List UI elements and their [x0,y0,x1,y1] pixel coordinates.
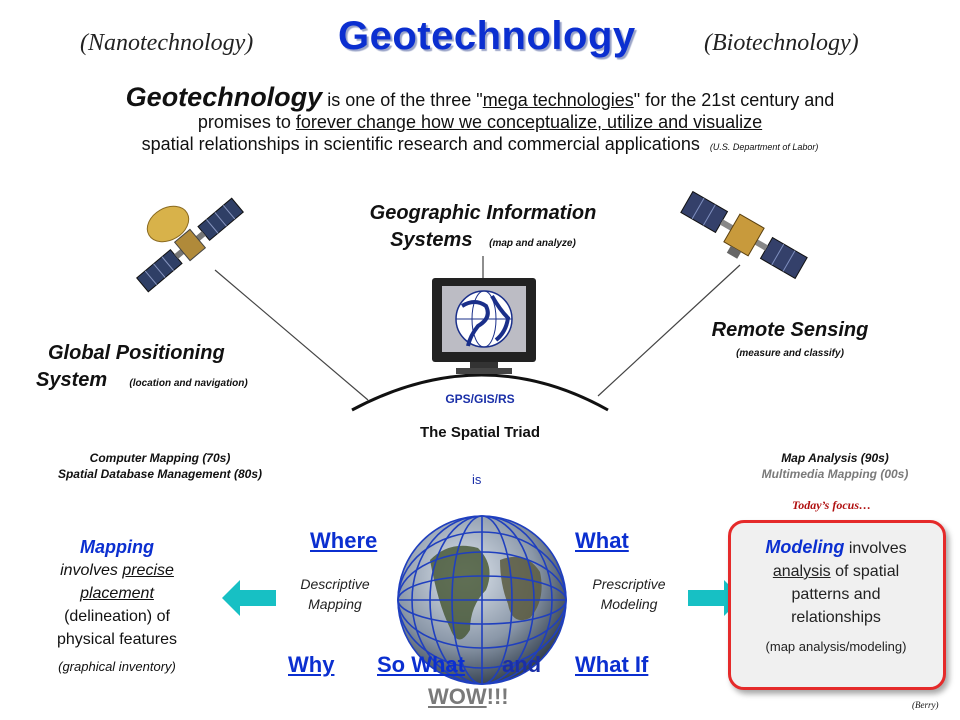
mapping-l1: involves [60,562,123,579]
intro-line1-b: " for the 21st century and [633,90,835,110]
gis-title: Geographic Information Systems (map and … [318,200,648,257]
what-link[interactable]: What [575,528,629,553]
modeling-description: Modeling involves analysis of spatial pa… [734,536,938,658]
mapping-l2-underlined: placement [80,585,154,602]
so-what-link[interactable]: So What [377,652,465,677]
and-label: and [502,652,542,677]
wireframe-globe-icon [397,515,567,685]
is-label: is [472,472,482,487]
modeling-l1: involves [844,540,907,557]
modeling-box [728,520,946,690]
remote-sensing-satellite-icon [680,190,808,280]
spatial-triad-title: The Spatial Triad [419,424,541,441]
descriptive-line2: Mapping [308,596,362,612]
prescriptive-line2: Modeling [600,596,658,612]
todays-focus-label: Today’s focus… [792,498,871,512]
gis-note: (map and analyze) [489,238,576,249]
modeling-heading: Modeling [765,537,845,557]
monitor-globe-icon [432,278,536,374]
rs-title: Remote Sensing (measure and classify) [660,318,920,366]
intro-line-3: spatial relationships in scientific rese… [40,134,920,155]
where-link[interactable]: Where [310,528,378,553]
era-right-line2: Multimedia Mapping (00s) [761,467,909,481]
modeling-l2-underlined: analysis [772,563,831,580]
why-link[interactable]: Why [288,652,335,677]
era-right-line1: Map Analysis (90s) [781,451,889,465]
mapping-footnote: (graphical inventory) [58,659,176,674]
intro-line1-underlined: mega technologies [482,90,634,110]
intro-line1-a: is one of the three " [322,90,483,110]
biotechnology-label: (Biotechnology) [704,30,859,56]
gps-title-line2: System [36,369,108,391]
triad-arc [351,373,609,412]
left-arrow-icon [222,580,276,616]
gps-connector-line [214,269,369,401]
mapping-l3: (delineation) of [64,608,170,625]
intro-citation: (U.S. Department of Labor) [709,142,819,152]
rs-title-line: Remote Sensing [711,319,869,341]
intro-line3: spatial relationships in scientific rese… [141,134,700,154]
mapping-description: Mapping involves precise placement (deli… [22,536,212,678]
gps-title-line1: Global Positioning [48,342,225,364]
intro-line-2: promises to forever change how we concep… [40,112,920,133]
era-right: Map Analysis (90s) Multimedia Mapping (0… [700,450,960,482]
modeling-l4: relationships [791,609,881,626]
era-left-line2: Spatial Database Management (80s) [57,467,263,481]
intro-lead: Geotechnology [125,82,323,112]
mapping-l1-underlined: precise [122,562,174,579]
nanotechnology-label: (Nanotechnology) [80,30,254,56]
intro-line2-a: promises to [197,112,296,132]
gis-title-line2: Systems [390,229,473,251]
prescriptive-line1: Prescriptive [592,576,666,592]
era-left: Computer Mapping (70s) Spatial Database … [10,450,310,482]
rs-note: (measure and classify) [736,348,844,359]
descriptive-mapping-label: Descriptive Mapping [280,574,390,614]
gis-title-line1: Geographic Information [369,202,597,224]
page-title: Geotechnology [338,14,636,58]
era-left-line1: Computer Mapping (70s) [89,451,231,465]
wow-word[interactable]: WOW [428,684,487,709]
mapping-l4: physical features [56,631,178,648]
intro-line2-underlined: forever change how we conceptualize, uti… [295,112,763,132]
modeling-l3: patterns and [791,586,881,603]
gps-note: (location and navigation) [129,378,248,389]
wow-bang: !!! [486,684,509,709]
author-credit: (Berry) [912,700,939,710]
intro-line-1: Geotechnology is one of the three "mega … [40,82,920,113]
what-if-link[interactable]: What If [575,652,649,677]
gps-satellite-icon [136,197,244,293]
descriptive-line1: Descriptive [300,576,370,592]
triad-arc-label: GPS/GIS/RS [445,392,515,406]
modeling-l2: of spatial [830,563,900,580]
modeling-footnote: (map analysis/modeling) [765,639,907,654]
gps-title: Global Positioning System (location and … [20,340,310,397]
mapping-heading: Mapping [80,537,154,557]
wow-label[interactable]: WOW!!! [428,684,509,710]
rs-connector-line [597,264,741,397]
prescriptive-modeling-label: Prescriptive Modeling [574,574,684,614]
